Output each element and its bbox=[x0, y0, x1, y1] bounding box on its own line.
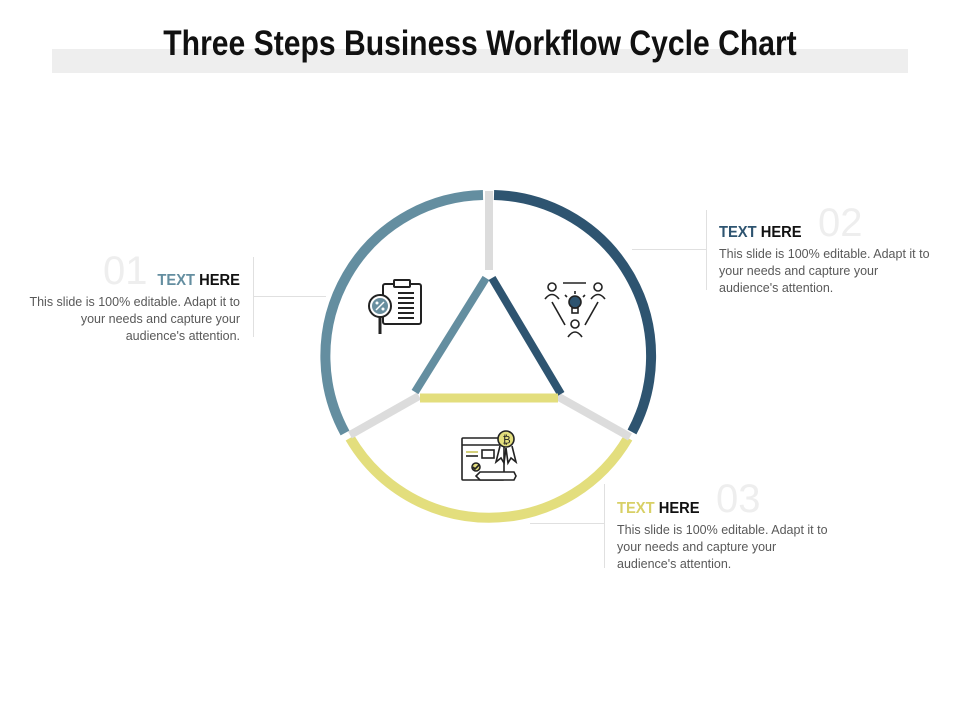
slide-title: Three Steps Business Workflow Cycle Char… bbox=[163, 24, 797, 63]
step-number-01: 01 bbox=[103, 249, 148, 293]
step-1-heading-colored: TEXT bbox=[157, 272, 196, 289]
step-2-heading-colored: TEXT bbox=[719, 224, 757, 241]
triangle-edge-left bbox=[411, 275, 490, 395]
step-2-text-block: TEXT HERE This slide is 100% editable. A… bbox=[719, 224, 939, 297]
step-2-connector bbox=[632, 249, 706, 250]
spoke-left bbox=[348, 392, 421, 439]
step-1-heading-dark: HERE bbox=[199, 272, 240, 289]
step-3-connector bbox=[530, 523, 604, 524]
step-2-divider bbox=[706, 210, 707, 290]
svg-text:₿: ₿ bbox=[503, 434, 511, 447]
step-1-connector bbox=[254, 296, 326, 297]
step-3-divider bbox=[604, 484, 605, 568]
step-3-text-block: TEXT HERE This slide is 100% editable. A… bbox=[617, 500, 837, 573]
step-3-heading: TEXT HERE bbox=[617, 500, 819, 518]
step-2-heading-dark: HERE bbox=[760, 224, 802, 241]
step-1-description: This slide is 100% editable. Adapt it to… bbox=[29, 295, 240, 343]
ring-arc-step-1 bbox=[320, 190, 484, 436]
step-2-description: This slide is 100% editable. Adapt it to… bbox=[719, 247, 930, 295]
step-number-03: 03 bbox=[716, 477, 761, 521]
ring-arc-step-2 bbox=[493, 190, 657, 435]
step-number-02: 02 bbox=[818, 201, 863, 245]
spoke-right bbox=[555, 392, 632, 441]
team-idea-bulb-icon bbox=[544, 282, 606, 338]
triangle-edge-right bbox=[488, 275, 565, 397]
step-3-heading-dark: HERE bbox=[658, 500, 700, 517]
step-3-heading-colored: TEXT bbox=[617, 500, 655, 517]
step-2-heading: TEXT HERE bbox=[719, 224, 921, 242]
step-3-description: This slide is 100% editable. Adapt it to… bbox=[617, 523, 828, 571]
bitcoin-certificate-pen-icon: ₿ bbox=[461, 430, 518, 481]
ring-arc-step-3 bbox=[345, 435, 633, 523]
clipboard-percent-magnifier-icon bbox=[368, 279, 422, 334]
title-band bbox=[52, 49, 908, 73]
step-1-text-block: TEXT HERE This slide is 100% editable. A… bbox=[20, 272, 240, 345]
step-1-divider bbox=[253, 257, 254, 337]
step-1-heading: TEXT HERE bbox=[38, 272, 240, 290]
